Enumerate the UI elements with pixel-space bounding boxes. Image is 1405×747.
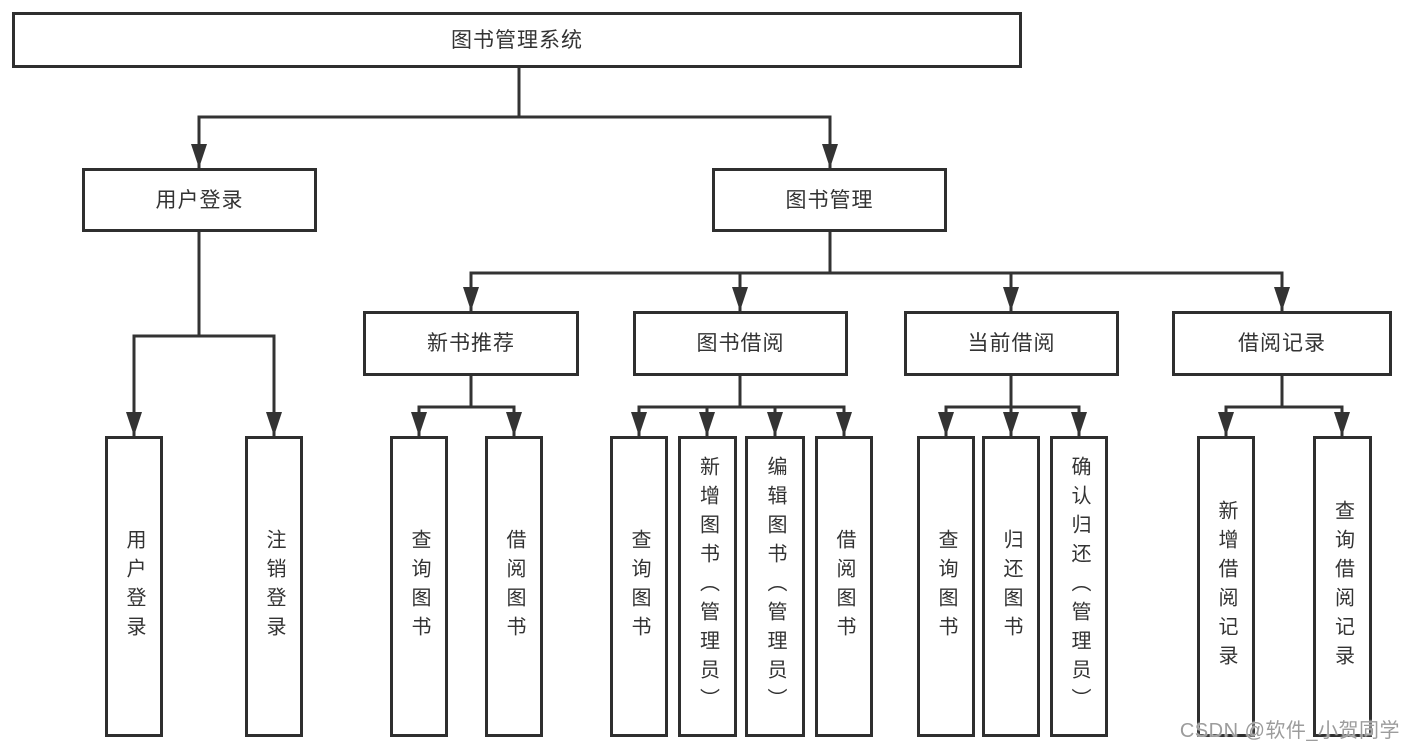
node-add-book-admin: 新增图书（管理员） <box>678 436 737 737</box>
node-label: 借阅图书 <box>503 528 525 645</box>
csdn-watermark: CSDN @软件_小贺同学 <box>1179 720 1400 742</box>
node-edit-book-admin: 编辑图书（管理员） <box>745 436 805 737</box>
node-book-management: 图书管理 <box>712 168 947 232</box>
node-add-borrow-record: 新增借阅记录 <box>1197 436 1255 737</box>
arrowheads <box>126 144 1350 436</box>
node-logout: 注销登录 <box>245 436 303 737</box>
node-label: 查询借阅记录 <box>1331 499 1354 674</box>
node-query-books-current: 查询图书 <box>917 436 975 737</box>
node-borrow-records: 借阅记录 <box>1172 311 1392 376</box>
node-label: 确认归还（管理员） <box>1068 456 1090 717</box>
node-label: 编辑图书（管理员） <box>764 456 786 717</box>
node-query-books-recommend: 查询图书 <box>390 436 448 737</box>
connector-shafts <box>132 68 1344 436</box>
node-label: 新增图书（管理员） <box>696 456 719 717</box>
node-user-login: 用户登录 <box>82 168 317 232</box>
node-user-login-leaf: 用户登录 <box>105 436 163 737</box>
node-query-borrow-record: 查询借阅记录 <box>1313 436 1372 737</box>
node-label: 图书管理 <box>785 188 874 212</box>
node-borrow-books-recommend: 借阅图书 <box>485 436 543 737</box>
node-label: 查询图书 <box>935 528 957 645</box>
node-label: 查询图书 <box>628 528 650 645</box>
node-label: 查询图书 <box>408 528 430 645</box>
node-label: 用户登录 <box>155 188 244 212</box>
node-borrow-books-leaf: 借阅图书 <box>815 436 873 737</box>
node-label: 新书推荐 <box>427 332 515 355</box>
node-label: 借阅图书 <box>833 528 855 645</box>
node-label: 用户登录 <box>123 528 145 645</box>
node-current-borrow: 当前借阅 <box>904 311 1119 376</box>
node-label: 新增借阅记录 <box>1215 499 1237 674</box>
node-query-books-borrow: 查询图书 <box>610 436 668 737</box>
node-label: 归还图书 <box>1000 528 1022 645</box>
node-root: 图书管理系统 <box>12 12 1022 68</box>
node-label: 当前借阅 <box>967 332 1056 355</box>
node-label: 注销登录 <box>263 528 285 645</box>
node-book-borrow: 图书借阅 <box>633 311 848 376</box>
node-new-book-recommend: 新书推荐 <box>363 311 579 376</box>
node-label: 图书管理系统 <box>451 28 583 52</box>
node-confirm-return-admin: 确认归还（管理员） <box>1050 436 1108 737</box>
node-return-book: 归还图书 <box>982 436 1040 737</box>
node-label: 借阅记录 <box>1238 332 1326 355</box>
node-label: 图书借阅 <box>696 332 785 355</box>
